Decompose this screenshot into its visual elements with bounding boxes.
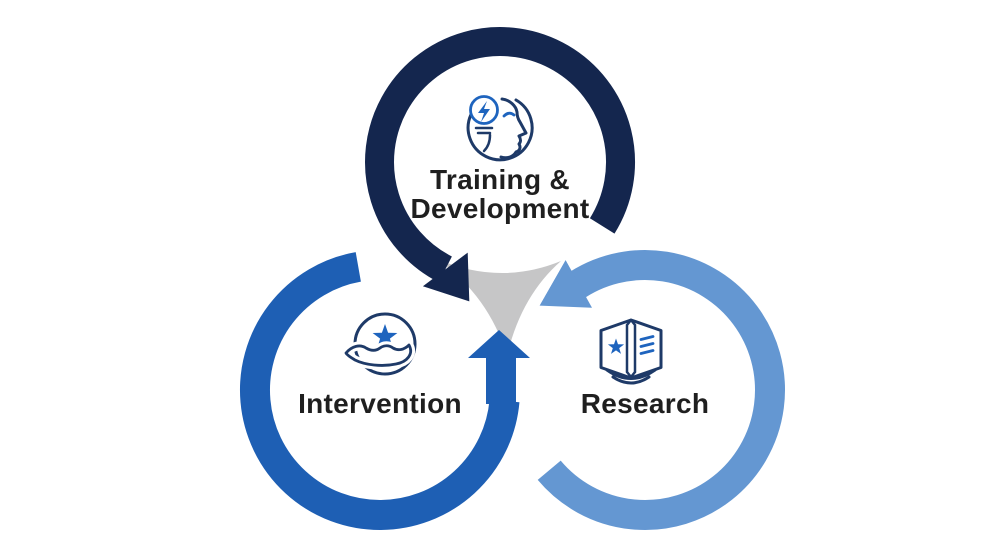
open-book-icon	[599, 318, 663, 385]
intervention-ring-group	[239, 252, 530, 530]
research-ring	[537, 250, 785, 530]
intervention-label: Intervention	[298, 388, 462, 419]
face-profile	[499, 97, 528, 160]
intervention-ring	[239, 252, 520, 530]
lightbulb	[469, 95, 499, 125]
intervention-arrow	[468, 330, 530, 404]
hand-star-icon	[341, 312, 417, 376]
book-star	[607, 338, 625, 354]
eyebrow	[502, 111, 516, 118]
head-outline	[466, 98, 534, 162]
head-lightbulb-icon	[466, 95, 534, 162]
book-spine	[625, 318, 637, 379]
hand-outline	[344, 343, 413, 367]
book-text-lines	[639, 335, 655, 355]
training-ring	[365, 27, 635, 283]
book-cover	[599, 318, 663, 380]
research-ring-group	[537, 250, 785, 530]
lightning-bolt	[478, 101, 490, 122]
cheek-line	[482, 133, 492, 153]
training-label-line1: Training &	[430, 164, 570, 195]
research-arrowhead-tip	[539, 260, 592, 308]
training-arrowhead	[422, 252, 470, 302]
research-label: Research	[581, 388, 709, 419]
bulb-base-lines	[474, 126, 494, 135]
training-label-line2: Development	[410, 193, 589, 224]
intervention-star	[372, 324, 398, 348]
training-ring-group	[365, 27, 635, 302]
